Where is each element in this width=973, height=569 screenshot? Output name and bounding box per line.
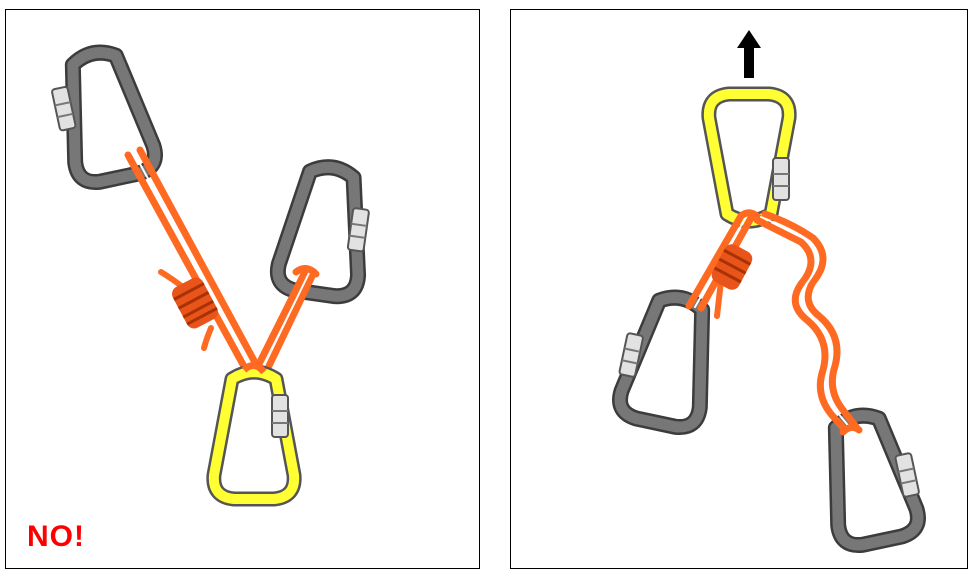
carabiner-left <box>612 289 711 436</box>
left-diagram <box>51 44 370 507</box>
no-warning-label: NO! <box>27 520 85 553</box>
gate-screw <box>772 157 790 201</box>
arrow-up-icon <box>737 30 761 78</box>
carabiner-right <box>269 159 370 305</box>
sling-long <box>753 210 863 436</box>
gate-screw <box>51 85 77 132</box>
sling-main <box>124 146 320 376</box>
knot <box>711 244 753 290</box>
right-panel-correct <box>510 9 968 569</box>
carabiner-top-yellow <box>701 86 797 229</box>
left-panel-incorrect: NO! <box>5 9 480 569</box>
right-diagram <box>612 30 926 554</box>
gate-screw <box>894 452 920 498</box>
gate-screw <box>618 332 644 378</box>
gate-screw <box>346 207 370 253</box>
gate-screw <box>271 394 289 438</box>
knot <box>158 269 218 351</box>
carabiner-bottom-right <box>827 407 926 554</box>
carabiner-bottom-yellow <box>206 364 302 507</box>
